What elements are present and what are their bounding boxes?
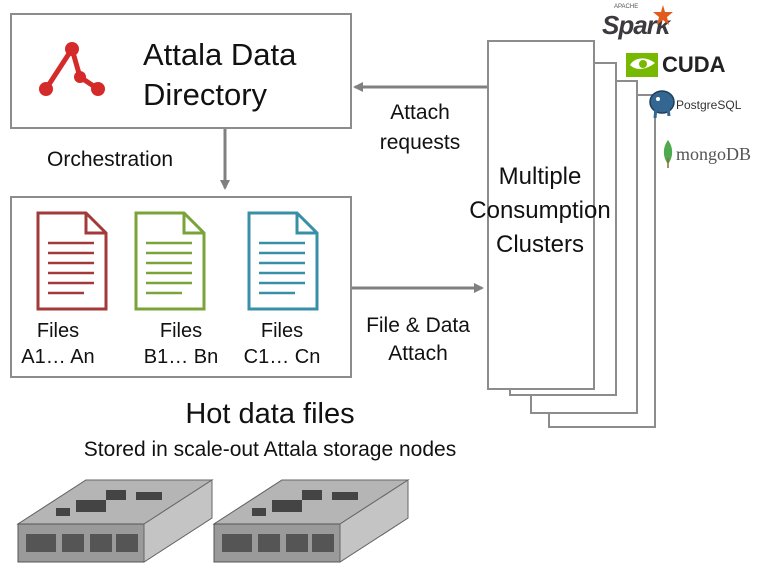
clusters-line2: Consumption [469, 197, 611, 224]
files-c-range: C1… Cn [243, 346, 321, 368]
files-a-label: Files A1… An [14, 318, 102, 370]
attala-logo-icon [39, 42, 105, 96]
files-a-title: Files [36, 320, 80, 342]
files-b-title: Files [159, 320, 203, 342]
files-b-label: Files B1… Bn [136, 318, 226, 370]
files-c-title: Files [260, 320, 304, 342]
attach-requests-label: Attach requests [365, 98, 475, 158]
elephant-icon [649, 90, 675, 119]
clusters-line3: Clusters [495, 231, 585, 258]
hot-files-box: Files A1… An Files B1… Bn Files C1… Cn [10, 196, 352, 378]
attach-requests-line2: requests [379, 131, 461, 154]
directory-title-line1: Attala Data [143, 37, 297, 72]
attach-requests-line1: Attach [390, 101, 450, 124]
nvidia-eye-icon [626, 53, 658, 77]
file-data-attach-line2: Attach [388, 342, 448, 365]
file-data-attach-line1: File & Data [366, 314, 470, 337]
storage-server-image-1 [16, 479, 214, 563]
files-b-range: B1… Bn [143, 346, 219, 368]
postgres-logo: PostgreSQL [648, 88, 758, 124]
directory-title-line2: Directory [143, 77, 268, 112]
storage-server-image-2 [212, 479, 410, 563]
mongodb-logo: mongoDB [662, 140, 770, 170]
file-data-attach-label: File & Data Attach [356, 312, 480, 368]
orchestration-label: Orchestration [47, 148, 174, 171]
document-icon-a [36, 211, 108, 311]
files-a-range: A1… An [21, 346, 95, 368]
spark-apache-text: APACHE [614, 4, 639, 10]
spark-star-icon [653, 5, 673, 25]
cuda-logo: CUDA [624, 50, 734, 80]
postgres-text: PostgreSQL [676, 98, 742, 112]
document-icon-c [247, 211, 319, 311]
mongodb-leaf-icon [663, 140, 673, 168]
cuda-text: CUDA [662, 52, 726, 77]
hot-data-title: Hot data files [185, 398, 355, 430]
mongodb-text: mongoDB [676, 144, 752, 164]
files-c-label: Files C1… Cn [238, 318, 326, 370]
consumption-clusters-box [487, 40, 595, 390]
data-directory-box: Attala Data Directory [10, 13, 352, 129]
clusters-label: Multiple Consumption Clusters [440, 160, 640, 262]
hot-data-subtitle: Stored in scale-out Attala storage nodes [83, 438, 457, 461]
spark-logo: APACHE Spark [600, 4, 680, 40]
document-icon-b [134, 211, 206, 311]
clusters-line1: Multiple [498, 163, 582, 190]
